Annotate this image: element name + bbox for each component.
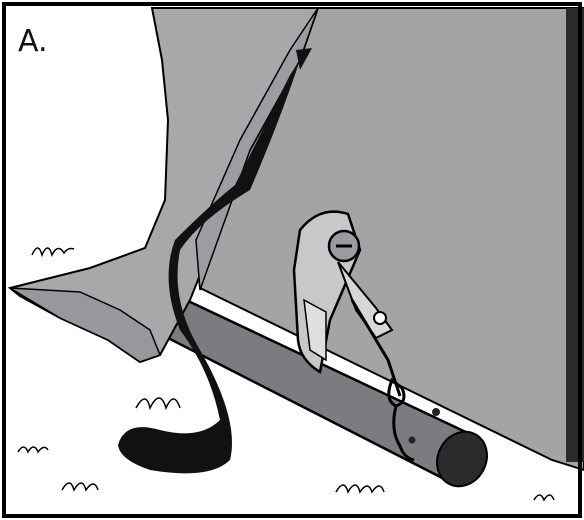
pipe-hole	[409, 437, 416, 444]
pipe-hole	[432, 408, 440, 416]
panel-label: A.	[18, 24, 48, 59]
